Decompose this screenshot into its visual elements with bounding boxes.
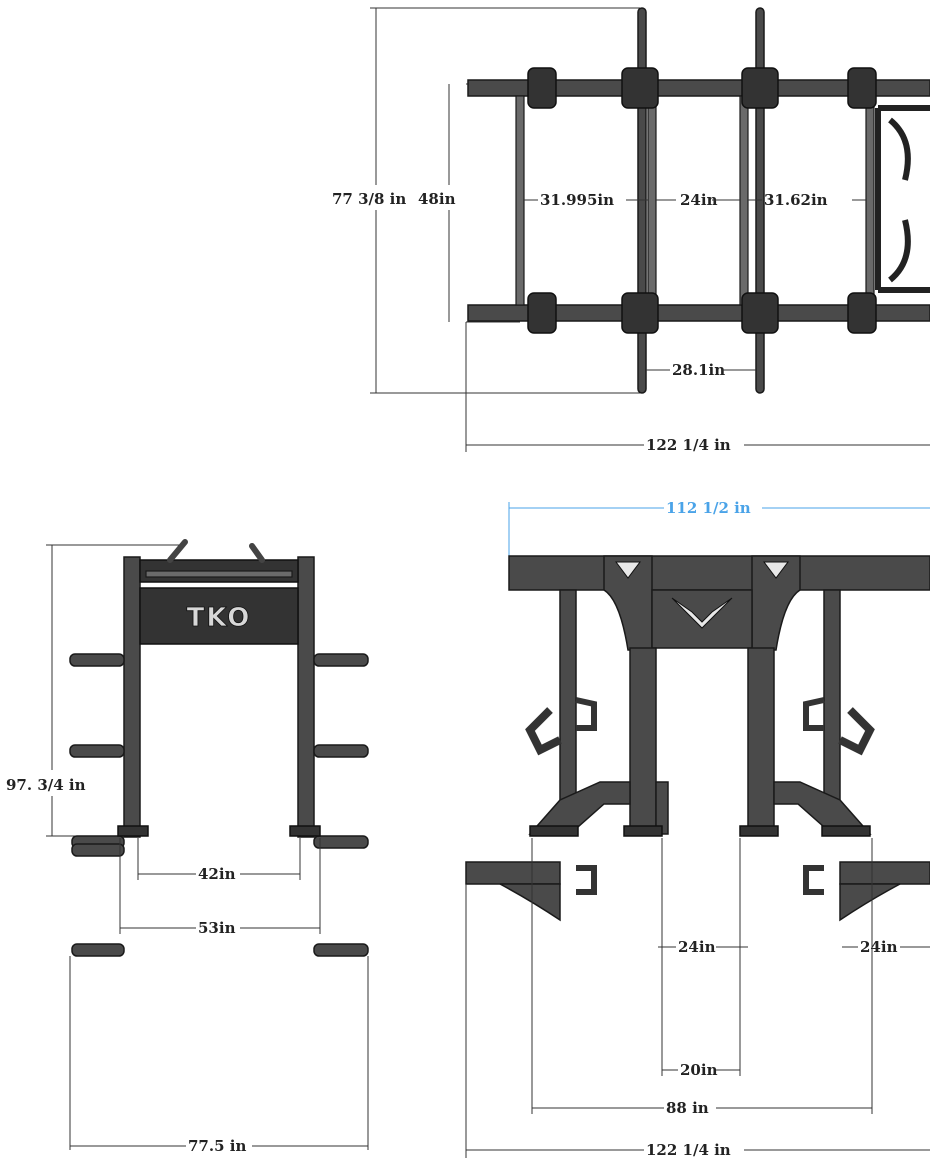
dim-base-span: 88 in xyxy=(666,1099,709,1117)
dim-bay-center: 24in xyxy=(680,191,718,209)
dim-inner-depth: 48in xyxy=(418,190,456,208)
dim-inner-width: 42in xyxy=(198,865,236,883)
dim-overall-length-top: 122 1/4 in xyxy=(646,436,731,454)
dim-bay-right: 31.62in xyxy=(764,191,828,209)
tko-logo: TKO xyxy=(187,603,252,633)
dim-top-width: 112 1/2 in xyxy=(666,499,751,517)
dim-right-bay: 24in xyxy=(860,938,898,956)
dim-overall-depth: 77 3/8 in xyxy=(332,190,406,208)
dim-overall-length-front: 122 1/4 in xyxy=(646,1141,731,1159)
dim-base-width: 53in xyxy=(198,919,236,937)
dim-overall-width: 77.5 in xyxy=(188,1137,246,1155)
dim-center-gap: 20in xyxy=(680,1061,718,1079)
side-view: 97. 3/4 in TKO 42in xyxy=(6,539,369,1155)
dim-post-spacing: 28.1in xyxy=(672,361,725,379)
dim-left-bay: 24in xyxy=(678,938,716,956)
dim-overall-height: 97. 3/4 in xyxy=(6,776,86,794)
front-view: 112 1/2 in xyxy=(465,499,930,1159)
dim-bay-left: 31.995in xyxy=(540,191,614,209)
top-view: 77 3/8 in 48in 31.995in xyxy=(332,7,930,454)
